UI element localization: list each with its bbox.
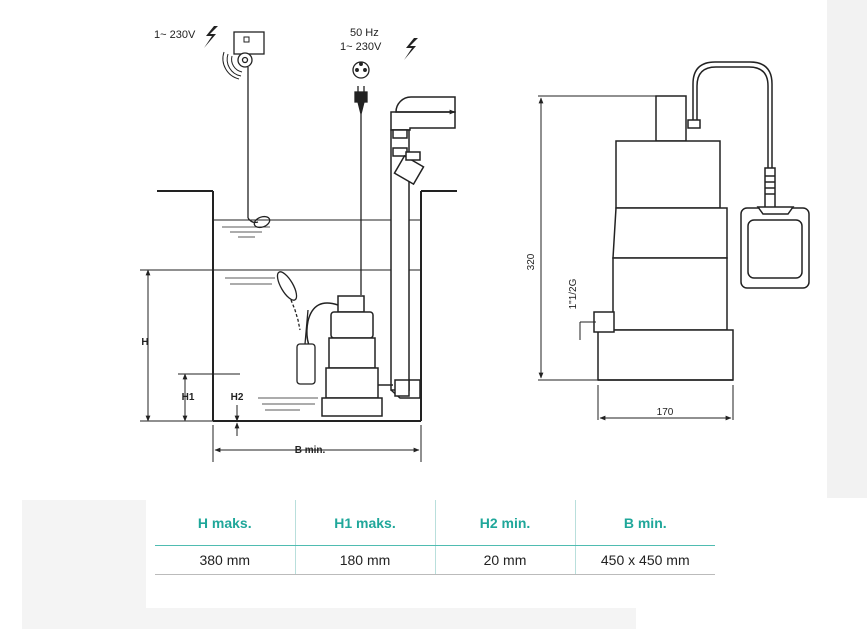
- lightning-icon: [404, 38, 418, 60]
- label-b-min: B min.: [295, 445, 326, 456]
- label-voltage-plug: 1~ 230V: [340, 41, 382, 53]
- water-levels: [140, 219, 421, 411]
- float-body: [740, 206, 810, 289]
- dimension-lines-left: [140, 269, 422, 462]
- label-dim-height: 320: [526, 253, 537, 270]
- specs-header-row: H maks. H1 maks. H2 min. B min.: [155, 500, 715, 546]
- pump-installation-diagram: H H1 H2 B min. 1~ 230V 50 Hz 1~ 230V: [140, 26, 810, 462]
- lightning-icon: [204, 26, 218, 48]
- label-h: H: [141, 337, 148, 348]
- label-h2: H2: [231, 392, 244, 403]
- table-row: 380 mm 180 mm 20 mm 450 x 450 mm: [155, 545, 715, 575]
- shaft: [157, 190, 457, 422]
- value-h2-min: 20 mm: [434, 545, 575, 575]
- header-h1-max: H1 maks.: [294, 500, 435, 546]
- label-h1: H1: [182, 392, 195, 403]
- value-h-max: 380 mm: [155, 545, 295, 575]
- label-dim-connection: 1"1/2G: [568, 278, 579, 309]
- discharge-pipe: [390, 96, 456, 399]
- label-dim-width: 170: [657, 407, 674, 418]
- label-frequency: 50 Hz: [350, 27, 379, 39]
- pump-dimension-drawing: [590, 95, 734, 381]
- float-switch: [276, 271, 316, 385]
- float-switch-socket: [222, 31, 271, 229]
- label-voltage-switch: 1~ 230V: [154, 29, 196, 41]
- value-b-min: 450 x 450 mm: [574, 545, 715, 575]
- background-panel-right: [827, 0, 867, 498]
- submersible-pump-small: [306, 295, 393, 417]
- dimension-lines-right: [538, 95, 734, 421]
- header-h-max: H maks.: [155, 500, 295, 546]
- value-h1-max: 180 mm: [294, 545, 435, 575]
- specs-table: H maks. H1 maks. H2 min. B min. 380 mm 1…: [155, 500, 715, 575]
- power-plug: [352, 61, 370, 295]
- header-h2-min: H2 min.: [434, 500, 575, 546]
- header-b-min: B min.: [574, 500, 715, 546]
